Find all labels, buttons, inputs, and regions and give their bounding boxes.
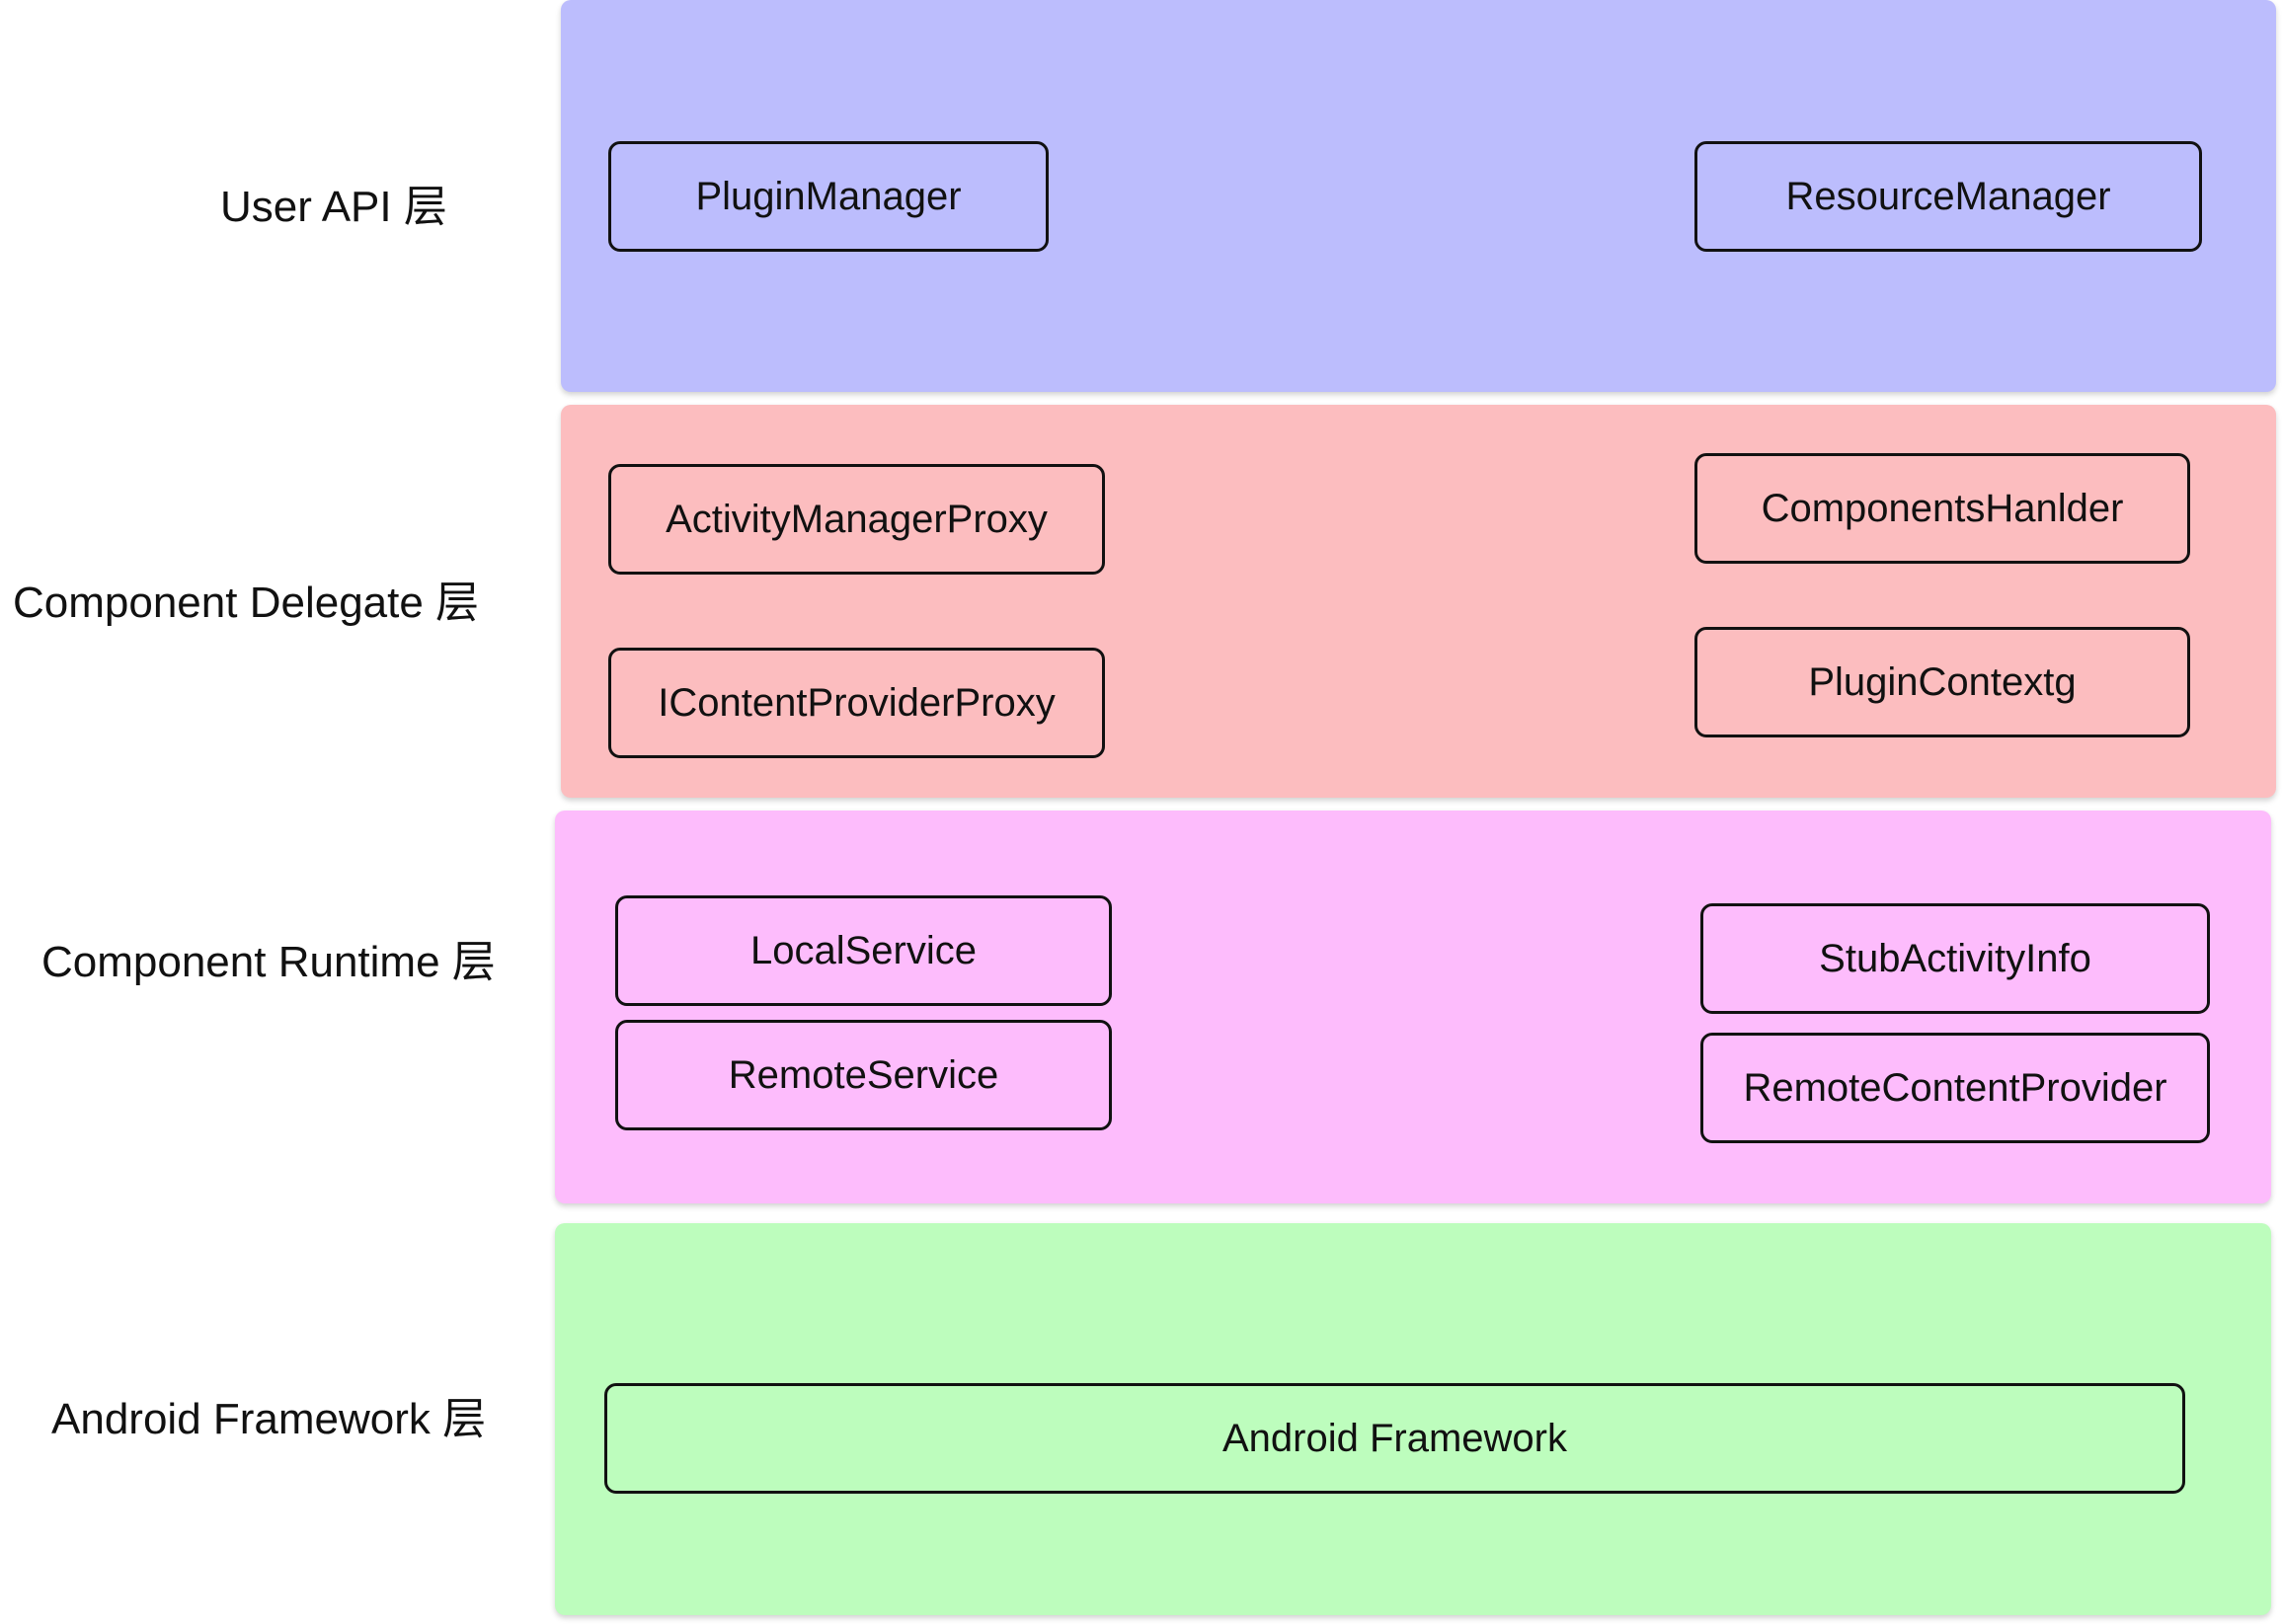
box-plugin-manager: PluginManager (608, 141, 1049, 252)
box-stub-activity-info: StubActivityInfo (1700, 903, 2210, 1014)
layer-label-user-api: User API 层 (220, 183, 447, 231)
box-activity-manager-proxy: ActivityManagerProxy (608, 464, 1105, 575)
band-android-framework: Android Framework (555, 1223, 2271, 1615)
layer-label-component-runtime: Component Runtime 层 (41, 938, 496, 986)
box-remote-content-provider: RemoteContentProvider (1700, 1033, 2210, 1143)
box-resource-manager: ResourceManager (1694, 141, 2202, 252)
band-component-runtime: LocalService RemoteService StubActivityI… (555, 811, 2271, 1203)
box-local-service: LocalService (615, 895, 1112, 1006)
box-remote-service: RemoteService (615, 1020, 1112, 1130)
band-component-delegate: ActivityManagerProxy IContentProviderPro… (561, 405, 2276, 798)
layer-label-android-framework: Android Framework 层 (51, 1395, 487, 1443)
box-icontent-provider-proxy: IContentProviderProxy (608, 648, 1105, 758)
box-plugin-contextg: PluginContextg (1694, 627, 2190, 737)
layer-label-component-delegate: Component Delegate 层 (13, 579, 480, 627)
box-components-hanlder: ComponentsHanlder (1694, 453, 2190, 564)
band-user-api: PluginManager ResourceManager (561, 0, 2276, 392)
box-android-framework: Android Framework (604, 1383, 2185, 1494)
